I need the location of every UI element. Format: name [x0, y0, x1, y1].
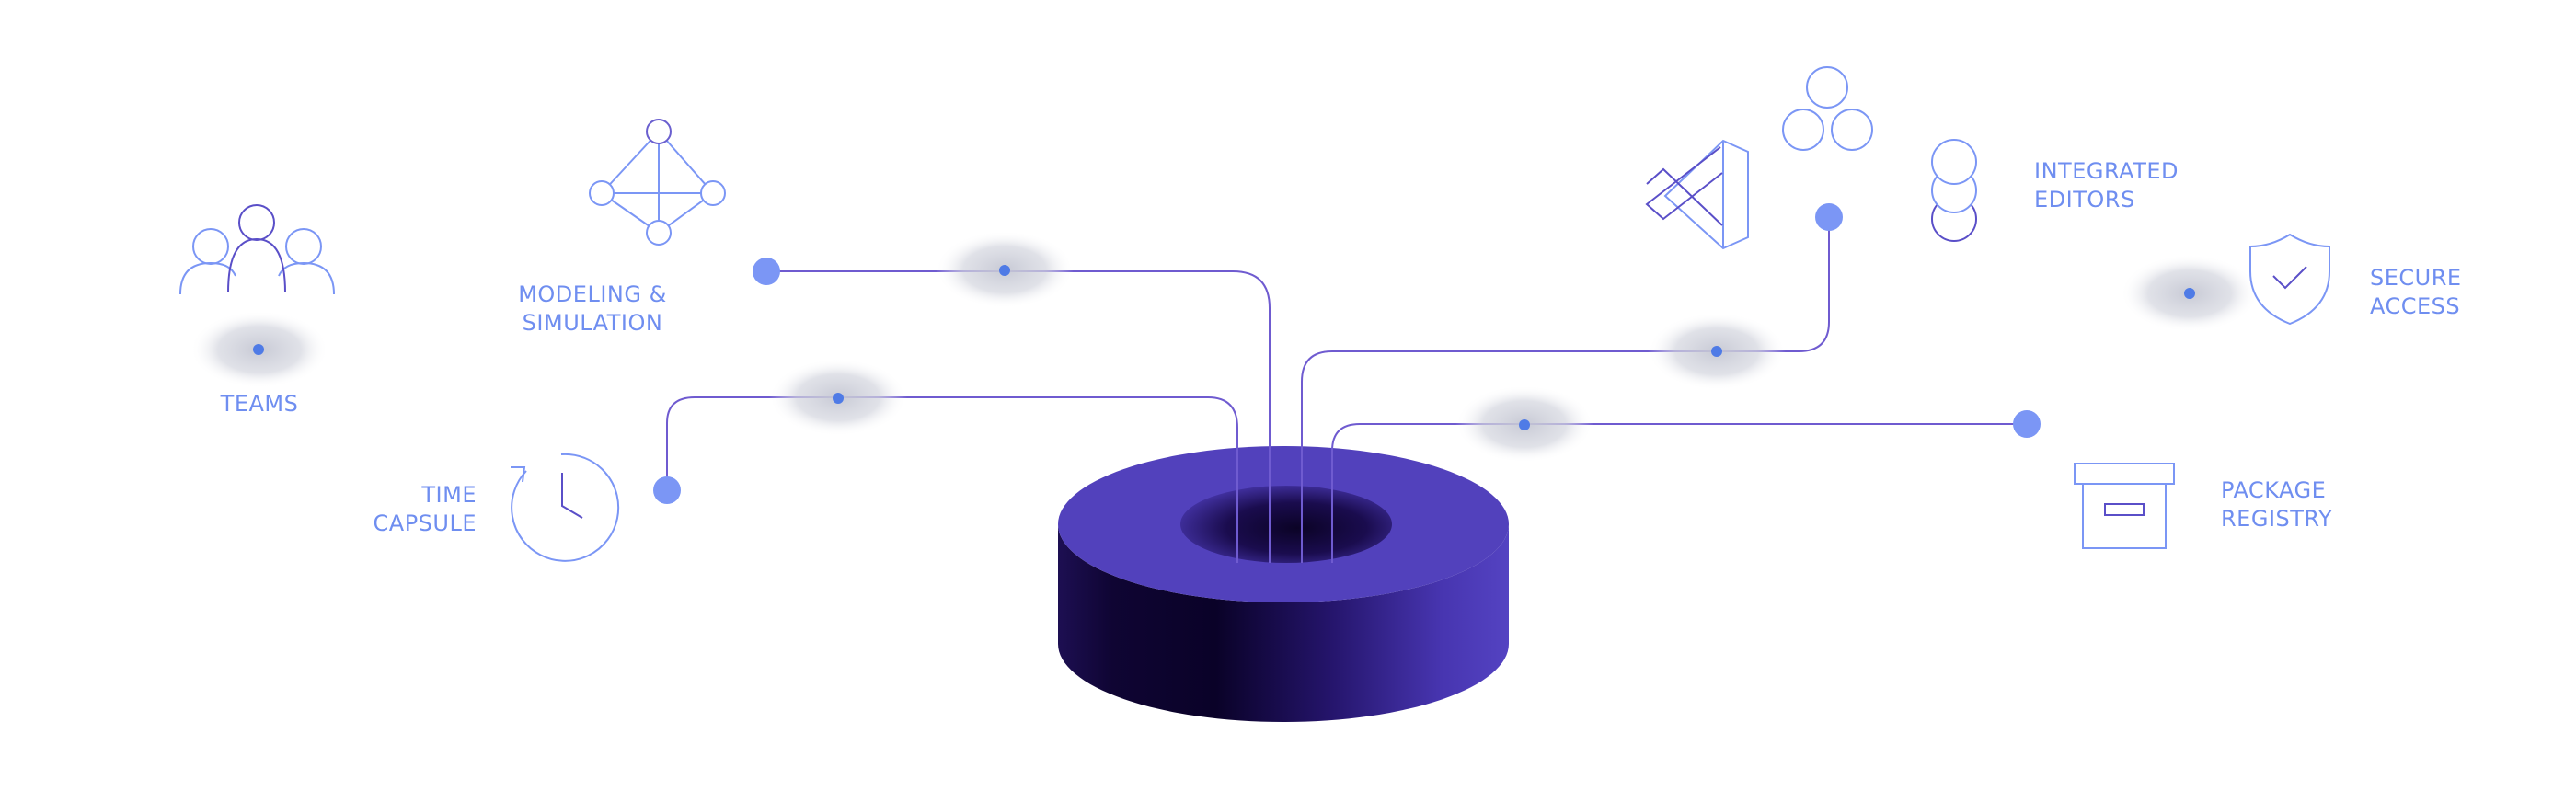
label-package-line-1: PACKAGE	[2221, 477, 2327, 503]
label-secure-line-1: SECURE	[2370, 265, 2462, 291]
people-group-icon	[179, 204, 335, 295]
hub-hole	[1180, 486, 1392, 563]
node-graph-icon	[589, 119, 726, 246]
connector-time-capsule	[666, 396, 1238, 563]
label-modeling-simulation: MODELING & SIMULATION	[510, 281, 675, 338]
shield-check-icon	[2249, 233, 2330, 326]
endpoint-time-capsule	[653, 476, 681, 504]
connector-lines	[666, 217, 2027, 563]
label-time-capsule-line-1: TIME	[421, 482, 477, 508]
glow-spots	[190, 231, 2259, 463]
label-secure-line-2: ACCESS	[2370, 293, 2461, 319]
endpoint-dots	[653, 203, 2041, 504]
label-time-capsule: TIME CAPSULE	[359, 481, 477, 538]
stacked-circles-icon	[1931, 139, 1977, 242]
node-editors	[1711, 346, 1722, 357]
node-time-capsule	[833, 393, 844, 404]
three-circles-icon	[1782, 66, 1873, 151]
connector-nodes	[253, 265, 2195, 430]
node-package-registry	[1519, 419, 1530, 430]
vscode-logo-icon	[1645, 139, 1749, 250]
clock-history-icon	[511, 453, 620, 562]
label-package-line-2: REGISTRY	[2221, 506, 2333, 532]
endpoint-package-registry	[2013, 410, 2041, 438]
label-teams: TEAMS	[204, 390, 315, 418]
label-editors-line-2: EDITORS	[2034, 187, 2135, 212]
label-teams-text: TEAMS	[220, 391, 299, 417]
connector-package-registry	[1331, 423, 2027, 563]
label-integrated-editors: INTEGRATED EDITORS	[2034, 157, 2218, 214]
endpoint-editors	[1815, 203, 1843, 231]
label-modeling-line-2: SIMULATION	[522, 310, 663, 336]
node-teams	[253, 344, 264, 355]
label-secure-access: SECURE ACCESS	[2370, 264, 2508, 321]
connector-modeling	[766, 270, 1271, 563]
label-time-capsule-line-2: CAPSULE	[373, 510, 477, 536]
endpoint-modeling	[753, 258, 780, 285]
central-hub-ring	[1058, 446, 1509, 722]
node-modeling	[999, 265, 1010, 276]
label-editors-line-1: INTEGRATED	[2034, 158, 2179, 184]
label-package-registry: PACKAGE REGISTRY	[2221, 476, 2377, 533]
node-secure-access	[2184, 288, 2195, 299]
hub-side	[1058, 524, 1509, 722]
label-modeling-line-1: MODELING &	[518, 281, 667, 307]
connector-editors	[1301, 217, 1830, 563]
archive-box-icon	[2074, 463, 2175, 549]
